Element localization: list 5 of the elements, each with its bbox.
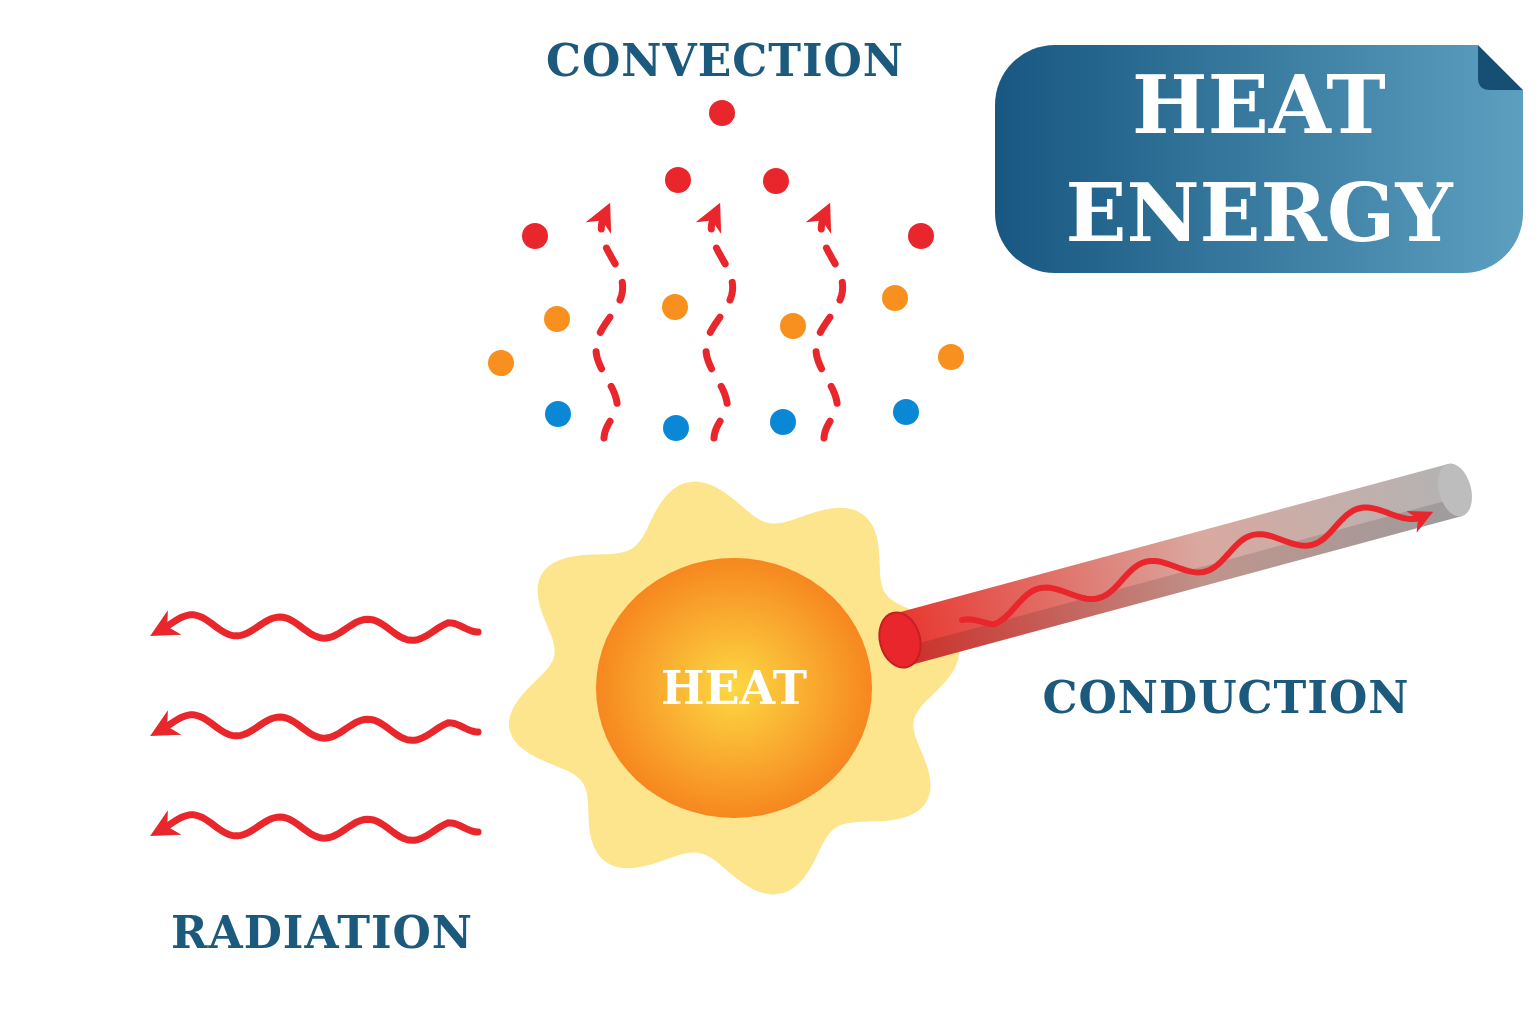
heading-label: RADIATION xyxy=(171,906,473,958)
node-label: HEAT xyxy=(661,661,807,715)
heading-label: CONDUCTION xyxy=(1042,671,1410,723)
heading-label: CONVECTION xyxy=(545,34,905,86)
title: HEAT ENERGY xyxy=(1064,57,1455,262)
